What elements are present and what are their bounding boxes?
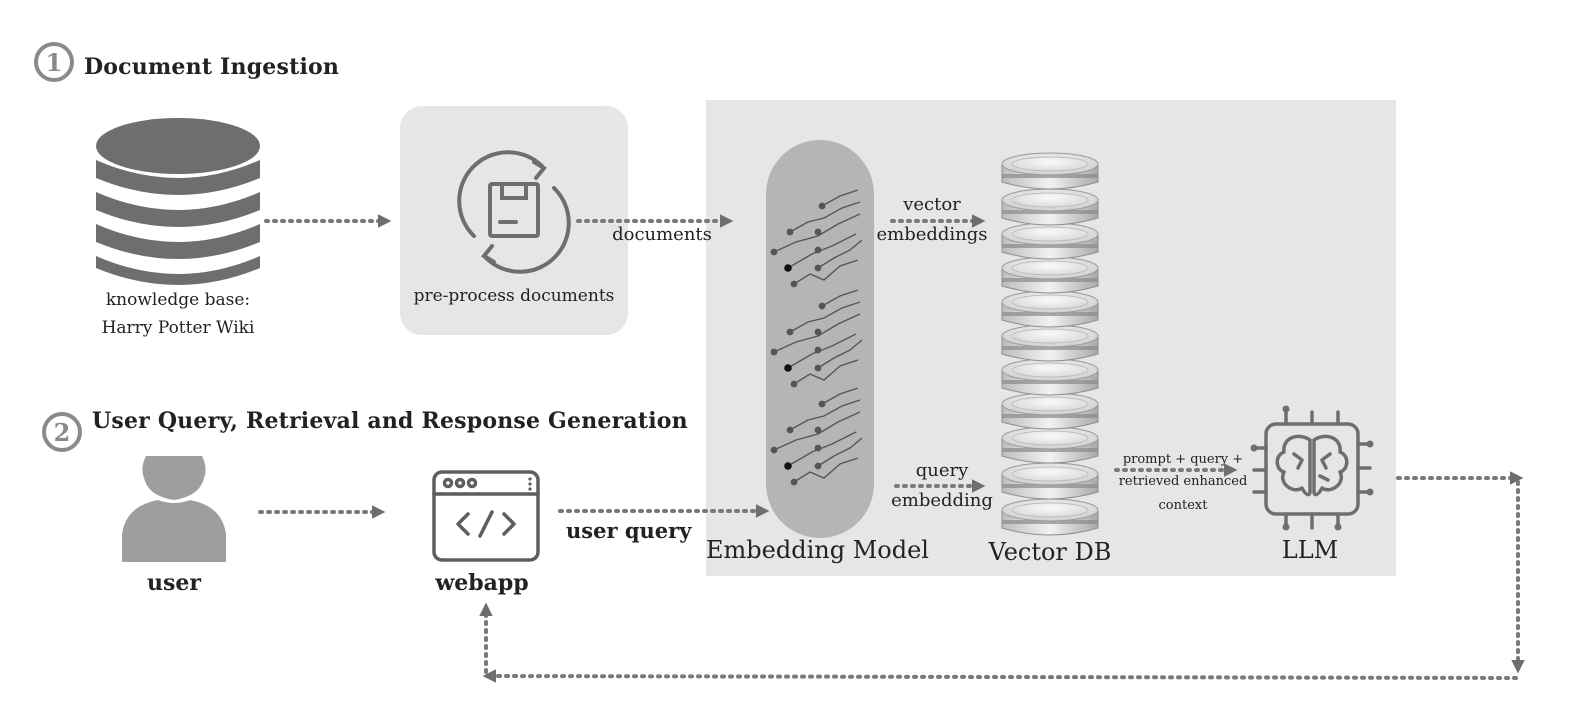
database-icon [96, 118, 260, 285]
vector-db-label: Vector DB [988, 538, 1112, 566]
embedding-model-shape [766, 140, 874, 538]
section-1-badge: 1 [34, 42, 74, 82]
preprocess-label: pre-process documents [413, 286, 615, 306]
embedding-model-label: Embedding Model [706, 536, 929, 564]
edge-label-embeddings: embeddings [876, 224, 988, 245]
arrow-return-left [482, 669, 1518, 683]
section-2-badge: 2 [42, 412, 82, 452]
edge-label-embedding: embedding [891, 490, 993, 511]
edge-label-prompt-line1: prompt + query + [1122, 452, 1244, 467]
edge-label-vector: vector [903, 194, 961, 215]
edge-label-query: query [915, 460, 969, 481]
knowledge-base-label-line1: knowledge base: [105, 290, 251, 310]
knowledge-base-label-line2: Harry Potter Wiki [101, 318, 255, 338]
edge-label-documents: documents [612, 224, 712, 245]
user-avatar-icon [122, 456, 226, 562]
edge-label-prompt-line2: retrieved enhanced [1118, 474, 1248, 489]
webapp-label: webapp [435, 570, 529, 596]
edge-label-user-query: user query [566, 518, 692, 543]
user-label: user [147, 570, 201, 596]
section-2-title: User Query, Retrieval and Response Gener… [92, 408, 688, 434]
preprocess-cycle-icon [457, 150, 571, 274]
llm-brain-chip-icon [1250, 405, 1374, 531]
webapp-code-window-icon [432, 470, 540, 562]
llm-label: LLM [1281, 536, 1339, 564]
section-1-title: Document Ingestion [84, 54, 340, 80]
edge-label-prompt-line3: context [1158, 498, 1208, 513]
